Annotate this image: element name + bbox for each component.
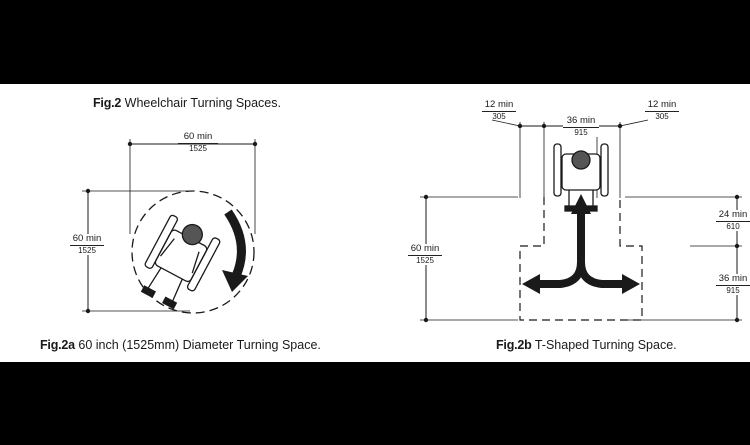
fig2b-right-turn-arrow [577,261,626,288]
fig2a-width-label: 60 min 1525 [178,132,218,153]
fig2b-right-arm-label: 12 min 305 [645,100,679,121]
turning-space-drawings [82,119,742,323]
fig2b-diagram [420,119,742,323]
fig2a-turning-circle [131,190,255,314]
fig2a-wheelchair [140,214,221,310]
fig2b-left-turn-arrow [536,212,585,288]
figure-title: Fig.2 Wheelchair Turning Spaces. [93,96,281,110]
fig2b-caption: Fig.2b T-Shaped Turning Space. [496,338,677,352]
fig2b-upper-label: 24 min 610 [716,210,750,231]
fig2a-diagram [82,139,258,314]
fig2a-caption: Fig.2a 60 inch (1525mm) Diameter Turning… [40,338,321,352]
fig2b-left-arrowhead [522,274,540,294]
fig2a-height-label: 60 min 1525 [70,234,104,255]
bottom-letterbox-band [0,362,750,445]
fig2b-t-shape-outline [519,197,643,321]
fig2b-height-label: 60 min 1525 [408,244,442,265]
fig2b-lower-label: 36 min 915 [716,274,750,295]
fig2b-wheelchair [553,143,609,212]
fig2b-right-arrowhead [622,274,640,294]
fig2a-rotation-arrow [224,209,246,278]
figure-panel: Fig.2 Wheelchair Turning Spaces. [0,84,750,362]
fig2b-center-label: 36 min 915 [563,116,599,137]
fig2b-left-arm-label: 12 min 305 [482,100,516,121]
top-letterbox-band [0,0,750,84]
